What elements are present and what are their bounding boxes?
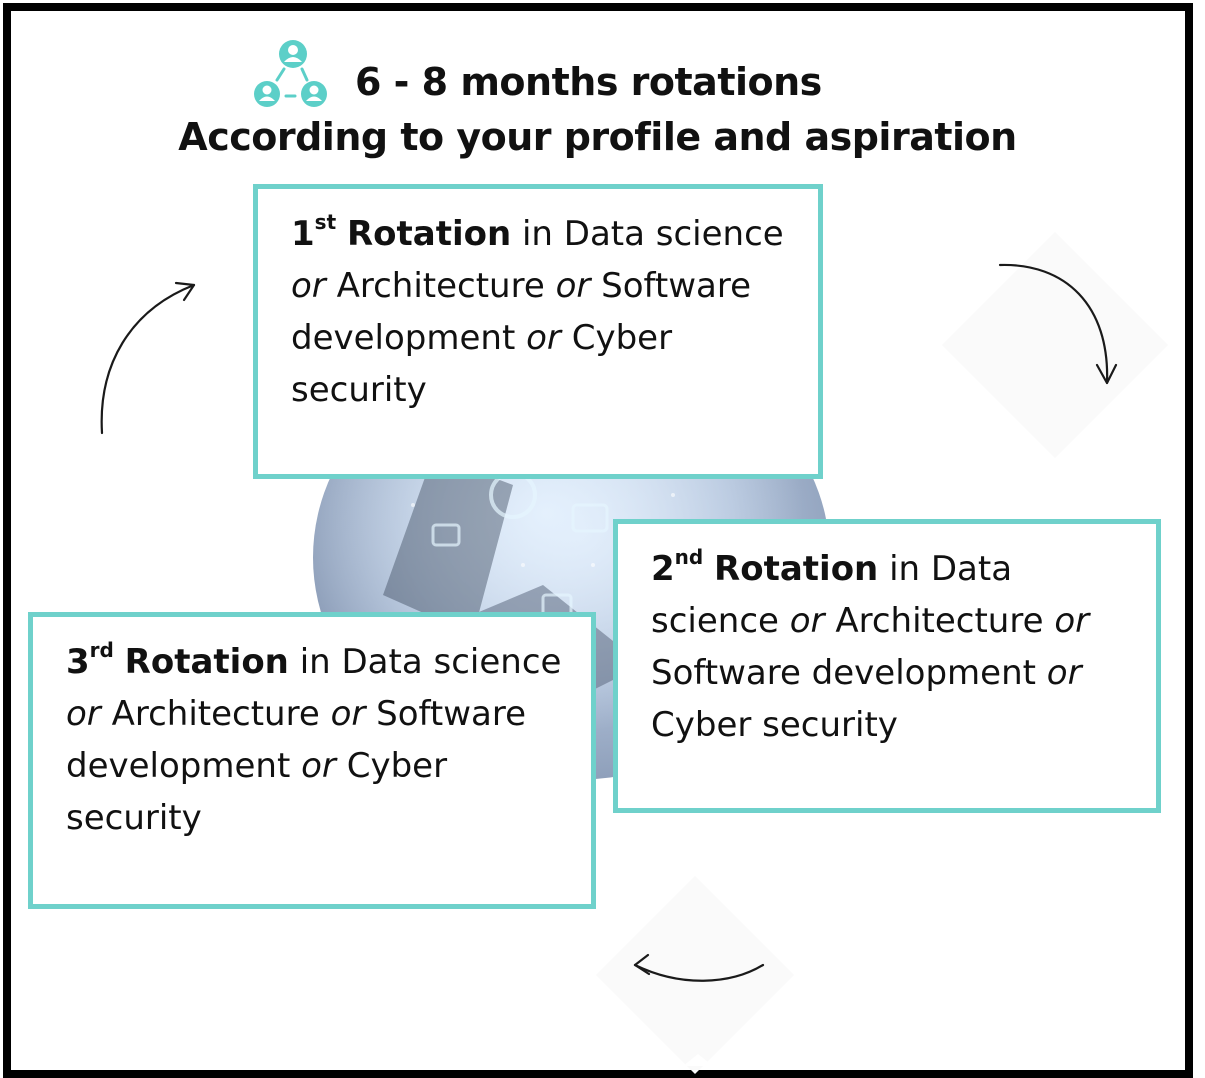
rotation-2-option-architecture: Architecture [835, 601, 1044, 641]
rotation-1-option-architecture: Architecture [336, 266, 545, 306]
rotation-2-ordinal: 2 [651, 549, 675, 589]
rotation-2-option-software: Software development [651, 653, 1036, 693]
rotation-2-connector: or [1046, 653, 1082, 693]
rotation-1-connector: or [526, 318, 561, 358]
rotation-box-1: 1st Rotation in Data science or Architec… [253, 184, 823, 479]
rotation-3-connector: or [330, 694, 366, 734]
rotation-1-suffix: st [314, 209, 337, 234]
rotation-3-connector: or [66, 694, 101, 734]
rotation-2-connector: or [789, 601, 825, 641]
rotation-1-prefix: in Data science [521, 214, 784, 254]
rotation-2-connector: or [1054, 601, 1090, 641]
rotation-2-title: Rotation [714, 549, 879, 589]
rotation-2-suffix: nd [674, 544, 704, 569]
rotation-3-option-software: Software development [66, 694, 527, 786]
bottom-notch-icon [683, 1054, 713, 1066]
rotation-1-option-software: Software development [291, 266, 752, 358]
header-title-line-1: 6 - 8 months rotations [355, 60, 822, 104]
curved-arrow-left-icon [100, 281, 196, 435]
rotation-1-option-cyber: Cyber security [291, 318, 673, 410]
rotation-3-option-cyber: Cyber security [66, 746, 448, 838]
rotation-3-connector: or [301, 746, 336, 786]
rotation-1-connector: or [291, 266, 326, 306]
rotation-1-ordinal: 1 [291, 214, 315, 254]
rotation-2-prefix: in Data science [651, 549, 1013, 641]
rotation-1-connector: or [555, 266, 591, 306]
rotation-3-suffix: rd [89, 637, 114, 662]
rotation-1-title: Rotation [346, 214, 512, 254]
rotation-3-option-architecture: Architecture [111, 694, 320, 734]
curved-arrow-bottom-icon [633, 953, 765, 982]
team-network-icon [254, 40, 327, 107]
rotation-2-option-cyber: Cyber security [651, 705, 898, 745]
header-title-line-2: According to your profile and aspiration [178, 115, 1017, 159]
rotation-3-prefix: in Data science [299, 642, 562, 682]
rotation-box-3: 3rd Rotation in Data science or Architec… [28, 612, 596, 909]
rotation-box-2: 2nd Rotation in Data science or Architec… [613, 519, 1161, 813]
rotation-3-title: Rotation [124, 642, 289, 682]
curved-arrow-right-icon [998, 263, 1118, 385]
rotation-3-ordinal: 3 [66, 642, 90, 682]
